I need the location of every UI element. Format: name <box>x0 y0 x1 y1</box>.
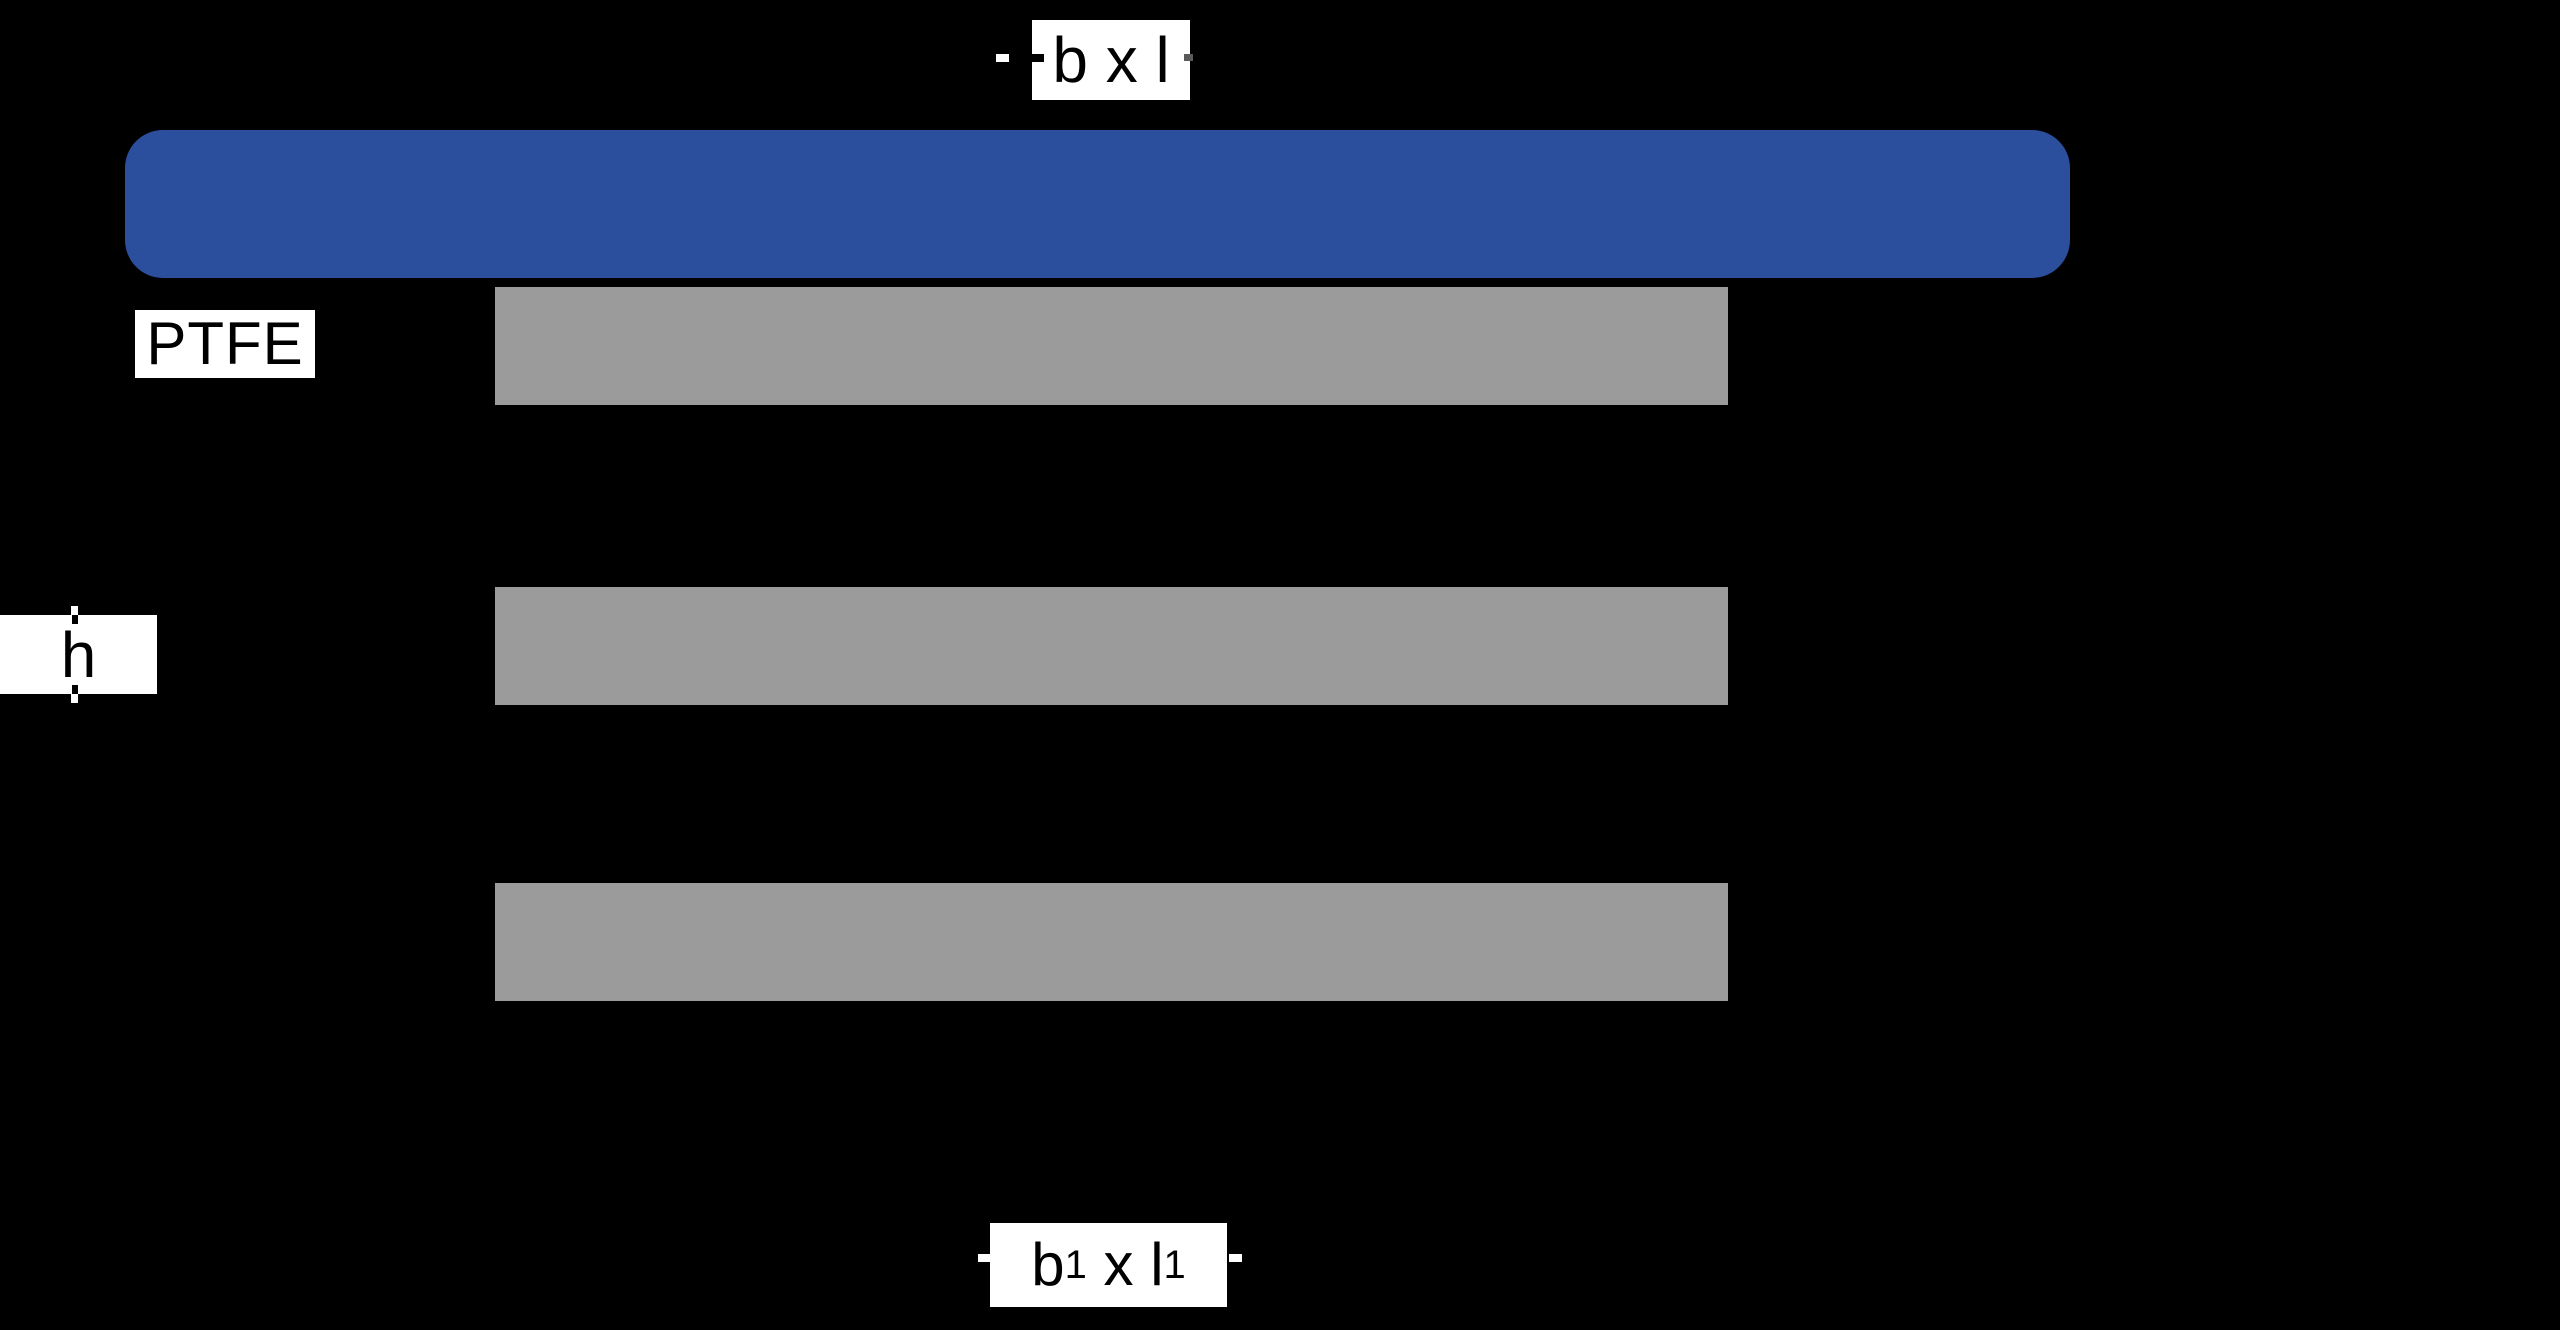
dimension-arrow-fragment <box>978 1254 991 1262</box>
ptfe-support-bar-middle <box>495 587 1728 705</box>
dimension-label-h-text: h <box>60 618 97 691</box>
dimension-arrow-fragment <box>72 685 78 694</box>
dimension-label-bxl-text: b x l <box>1052 24 1170 96</box>
ptfe-support-bar-top <box>495 287 1728 405</box>
dimension-arrow-fragment <box>72 615 78 624</box>
subscript-1: 1 <box>1163 1243 1186 1287</box>
material-label-ptfe-text: PTFE <box>146 310 304 377</box>
dimension-arrow-fragment <box>1032 54 1044 62</box>
material-label-ptfe: PTFE <box>135 310 315 378</box>
specimen-bar <box>125 130 2070 278</box>
dimension-label-l1-text: l <box>1150 1231 1164 1298</box>
dimension-label-b1-text: b <box>1031 1231 1065 1298</box>
dimension-arrow-fragment <box>1229 1254 1242 1262</box>
subscript-1: 1 <box>1064 1243 1087 1287</box>
dimension-label-h: h <box>0 615 157 694</box>
dimension-arrow-fragment <box>71 606 78 615</box>
dimension-arrow-fragment <box>996 54 1009 62</box>
dimension-arrow-fragment <box>1184 54 1193 61</box>
dimension-label-bxl: b x l <box>1032 20 1190 100</box>
ptfe-support-bar-bottom <box>495 883 1728 1001</box>
dimension-label-times-text: x <box>1086 1231 1151 1298</box>
dimension-arrow-fragment <box>71 694 78 703</box>
